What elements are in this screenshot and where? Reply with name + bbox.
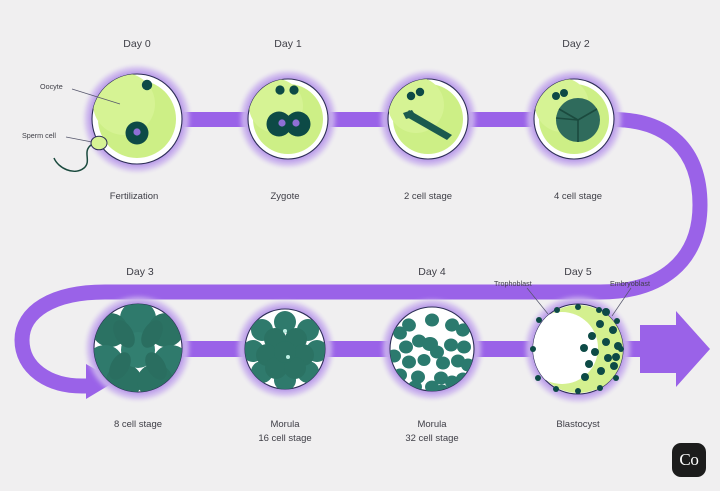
leader-oocyte — [71, 88, 121, 105]
leader-sperm — [65, 136, 93, 143]
stage-label-blastocyst: Blastocyst — [556, 419, 600, 430]
stage-label-morula16: Morula — [270, 419, 300, 430]
ribbon-right-uturn — [105, 112, 708, 300]
stage-label-8cell: 8 cell stage — [113, 419, 163, 430]
cell-blastocyst — [526, 297, 630, 401]
blastocoel-cavity — [533, 312, 598, 384]
cell-zygote — [241, 72, 335, 166]
ribbon-left-uturn — [14, 284, 106, 394]
leader-embryoblast — [611, 287, 632, 317]
day-label-4: Day 4 — [418, 266, 446, 278]
brand-logo[interactable]: Co — [672, 443, 706, 477]
cell-fertilization — [53, 67, 189, 172]
stage-label-morula16-sub: 16 cell stage — [258, 433, 312, 444]
cleavage-spindle — [405, 110, 452, 140]
arrowhead-final — [640, 311, 710, 387]
stage-label-fertilization: Fertilization — [109, 191, 159, 202]
stage-label-zygote: Zygote — [270, 191, 300, 202]
sperm-cell-figure — [53, 135, 108, 172]
annotation-leader-lines — [65, 88, 632, 317]
blastomeres-16 — [245, 311, 325, 389]
blastomeres-32 — [390, 313, 474, 391]
annotation-label-sperm-cell: Sperm cell — [22, 131, 56, 140]
cell-eight-cell-stage — [87, 297, 189, 399]
polar-body — [141, 79, 153, 91]
annotation-label-oocyte: Oocyte — [40, 82, 63, 91]
day-label-5: Day 5 — [564, 266, 592, 278]
annotation-label-trophoblast: Trophoblast — [494, 279, 532, 288]
stage-label-2cell: 2 cell stage — [403, 191, 453, 202]
day-label-3: Day 3 — [126, 266, 154, 278]
cell-morula-32 — [383, 300, 481, 398]
annotation-label-embryoblast: Embryoblast — [610, 279, 650, 288]
embryoblast-nuclei — [580, 308, 622, 381]
trophoblast-nuclei — [530, 304, 624, 394]
day-label-0: Day 0 — [123, 38, 151, 50]
stage-label-morula32: Morula — [417, 419, 447, 430]
connector-top-row — [183, 112, 532, 127]
leader-trophoblast — [526, 287, 549, 315]
brand-logo-text: Co — [679, 450, 699, 469]
cell-morula-16 — [238, 302, 332, 396]
stage-label-4cell: 4 cell stage — [553, 191, 603, 202]
day-label-1: Day 1 — [274, 38, 302, 50]
stage-label-morula32-sub: 32 cell stage — [405, 433, 459, 444]
day-label-2: Day 2 — [562, 38, 590, 50]
cell-four-cell-stage — [527, 72, 621, 166]
cell-two-cell-stage — [381, 72, 475, 166]
